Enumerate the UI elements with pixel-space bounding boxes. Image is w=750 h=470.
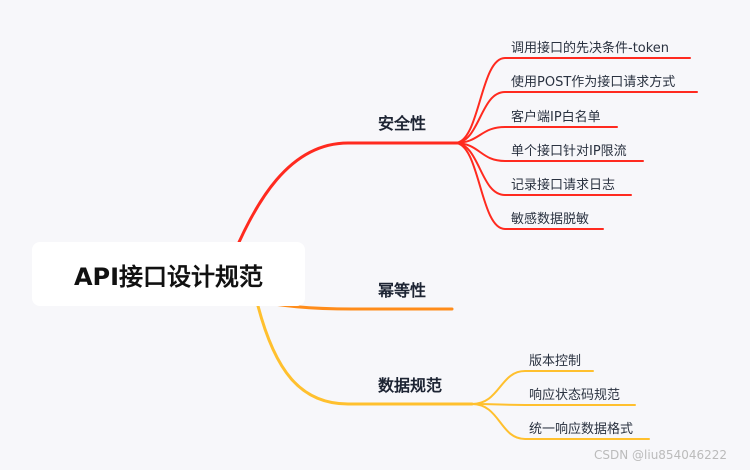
node-token[interactable]: 调用接口的先决条件-token xyxy=(511,41,670,56)
node-request-log[interactable]: 记录接口请求日志 xyxy=(511,178,616,193)
branch-data-spec[interactable]: 数据规范 xyxy=(378,376,443,395)
node-post[interactable]: 使用POST作为接口请求方式 xyxy=(511,75,676,90)
child-line xyxy=(454,57,691,144)
branch-security[interactable]: 安全性 xyxy=(378,114,427,133)
node-response-format[interactable]: 统一响应数据格式 xyxy=(529,422,634,437)
child-line xyxy=(471,403,650,440)
node-version-control[interactable]: 版本控制 xyxy=(529,354,582,369)
node-data-masking[interactable]: 敏感数据脱敏 xyxy=(511,212,590,227)
child-line xyxy=(471,370,594,405)
root-label: API接口设计规范 xyxy=(73,262,264,291)
branch-line-data xyxy=(256,304,474,406)
child-line xyxy=(454,142,604,230)
branch-idempotency[interactable]: 幂等性 xyxy=(378,281,427,300)
child-line xyxy=(454,142,644,162)
branch-line-security xyxy=(226,141,460,270)
node-status-codes[interactable]: 响应状态码规范 xyxy=(529,388,621,403)
root-node[interactable]: API接口设计规范 xyxy=(32,242,305,306)
child-line xyxy=(454,91,698,144)
watermark: CSDN @liu854046222 xyxy=(594,448,728,462)
node-ip-whitelist[interactable]: 客户端IP白名单 xyxy=(511,110,601,125)
child-line xyxy=(454,126,618,144)
child-line xyxy=(471,403,636,406)
node-ip-rate-limit[interactable]: 单个接口针对IP限流 xyxy=(511,144,627,159)
